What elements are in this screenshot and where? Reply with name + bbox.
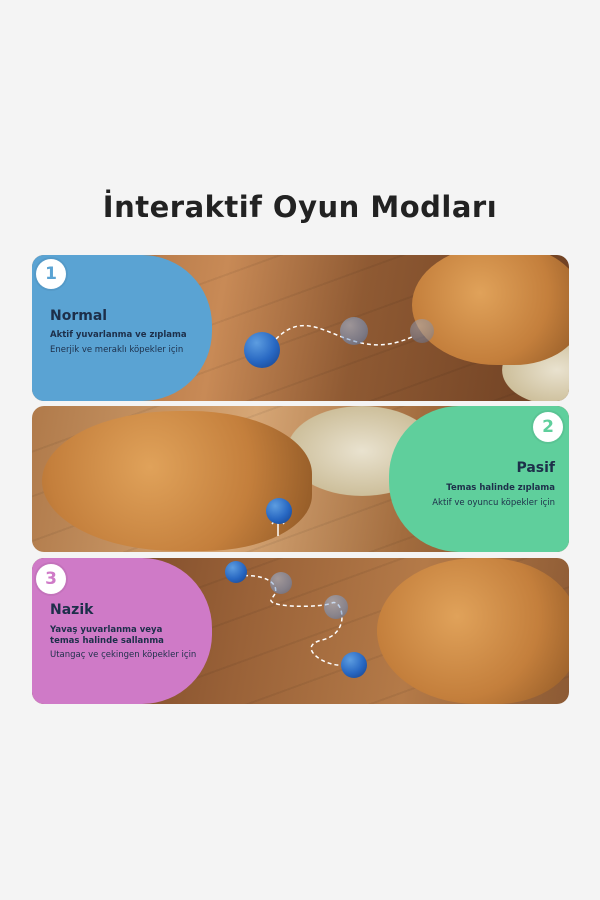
mode-subtitle: Yavaş yuvarlanma veya temas halinde sall… <box>50 625 164 646</box>
dog-image <box>377 558 569 704</box>
ball-image <box>266 498 292 524</box>
mode-number-badge: 3 <box>36 564 66 594</box>
page-title: İnteraktif Oyun Modları <box>102 190 498 224</box>
ball-image <box>410 319 434 343</box>
mode-description: Utangaç ve çekingen köpekler için <box>50 650 197 660</box>
ball-image <box>244 332 280 368</box>
mode-card-normal: 1 Normal Aktif yuvarlanma ve zıplama Ene… <box>32 255 569 401</box>
mode-number-badge: 1 <box>36 259 66 289</box>
mode-name: Nazik <box>50 602 94 618</box>
mode-name: Normal <box>50 308 108 324</box>
ball-image <box>225 561 247 583</box>
ball-path-icon <box>266 324 413 351</box>
ball-image <box>340 317 368 345</box>
ball-image <box>270 572 292 594</box>
dog-image <box>412 255 569 365</box>
mode-card-nazik: 3 Nazik Yavaş yuvarlanma veya temas hali… <box>32 558 569 704</box>
mode-description: Aktif ve oyuncu köpekler için <box>432 498 555 508</box>
mode-subtitle: Aktif yuvarlanma ve zıplama <box>50 330 187 340</box>
dog-image <box>42 411 312 551</box>
mode-number-badge: 2 <box>533 412 563 442</box>
mode-card-pasif: 2 Pasif Temas halinde zıplama Aktif ve o… <box>32 406 569 552</box>
mode-name: Pasif <box>516 460 555 476</box>
ball-image <box>341 652 367 678</box>
mode-subtitle: Temas halinde zıplama <box>446 483 555 493</box>
mode-description: Enerjik ve meraklı köpekler için <box>50 345 184 355</box>
ball-image <box>324 595 348 619</box>
